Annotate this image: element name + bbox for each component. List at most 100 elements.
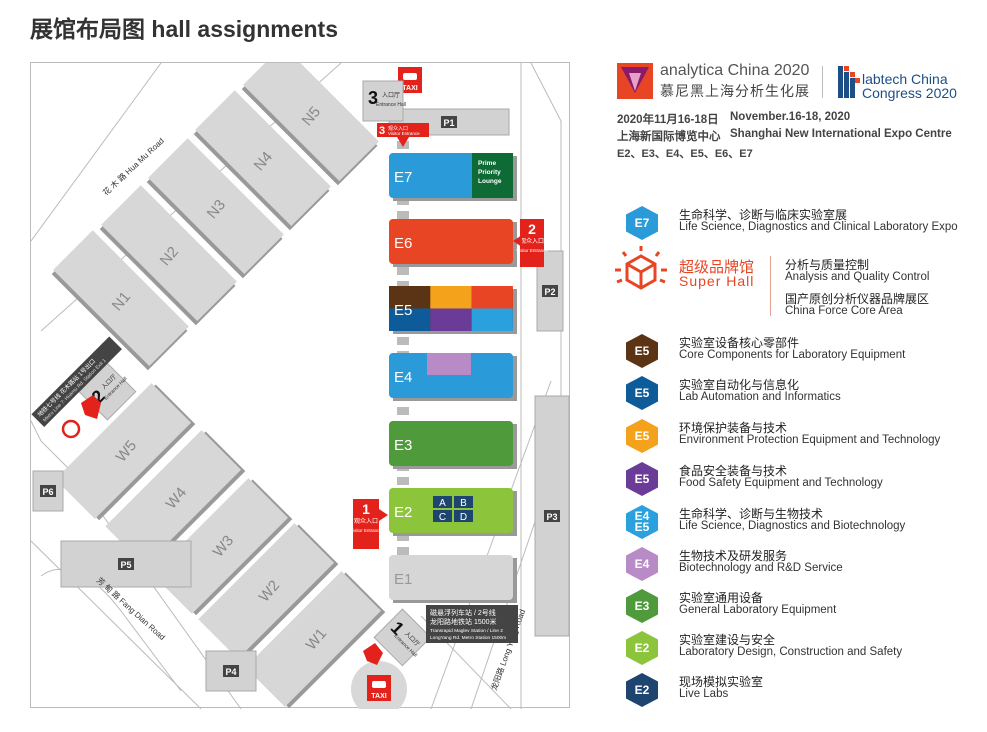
hall-label: E7 — [394, 169, 412, 186]
page-title: 展馆布局图 hall assignments — [30, 16, 339, 42]
legend-en: Biotechnology and R&D Service — [679, 562, 843, 574]
e5-zone — [471, 286, 513, 309]
hall-label: E3 — [394, 437, 412, 454]
hall-n3-block — [148, 138, 284, 275]
visitor-entrance-2 — [520, 219, 544, 267]
hall-hex-icon: E4 — [626, 547, 658, 581]
visitor-entrance-en: Visitor Entrance — [388, 131, 420, 136]
date-zh: 2020年11月16-18日 — [617, 114, 719, 126]
connector — [397, 547, 409, 555]
hall-w1-block — [245, 571, 382, 707]
connector — [397, 267, 409, 275]
visitor-entrance-num: 1 — [362, 501, 370, 517]
taxi-label: TAXI — [371, 693, 386, 700]
e5-zone — [389, 286, 431, 309]
maglev-en1: Transrapid Maglev Station / Line 2 — [430, 628, 503, 634]
parking-label: P4 — [225, 667, 236, 677]
hall-hex-icon: E5 — [626, 419, 658, 453]
hall-hex-icon: E2 — [626, 631, 658, 665]
legend-en: Life Science, Diagnostics and Biotechnol… — [679, 520, 906, 532]
car-icon — [403, 73, 417, 80]
e4-zone — [427, 353, 471, 375]
maglev-sign — [426, 605, 518, 643]
parking-label: P1 — [443, 118, 454, 128]
lounge-label: Lounge — [478, 178, 502, 185]
hall-hex-icon: E3 — [626, 589, 658, 623]
e5-zone — [471, 308, 513, 331]
parking-badge — [441, 116, 457, 128]
analytica-logo-icon — [617, 63, 653, 104]
visitor-entrance-zh: 观众入口 — [388, 126, 408, 132]
prime-lounge — [472, 153, 513, 198]
hall-w4 — [105, 430, 246, 568]
hall-hex-icon: E2 — [626, 673, 658, 707]
parking-badge — [118, 558, 134, 570]
super-hall-en: Super Hall — [679, 273, 755, 289]
hall-label: E6 — [394, 235, 412, 252]
svg-text:入口厅: 入口厅 — [382, 92, 400, 99]
legend-en: Life Science, Diagnostics and Clinical L… — [679, 221, 958, 233]
svg-text:3: 3 — [368, 88, 378, 108]
legend-en: Live Labs — [679, 688, 729, 700]
labtech-subtitle: Congress 2020 — [862, 85, 957, 101]
visitor-entrance-1 — [353, 499, 379, 549]
zone-d — [454, 510, 473, 522]
super-hall-a-zh: 分析与质量控制 — [785, 258, 870, 272]
visitor-entrance-en: Visitor Entrance — [516, 248, 548, 253]
legend-en: Lab Automation and Informatics — [679, 391, 841, 403]
zone-label: D — [460, 512, 467, 523]
parking-badge — [542, 285, 558, 297]
arrow-icon — [379, 509, 388, 521]
hall-label: E4 — [394, 369, 412, 386]
legend-zh: 现场模拟实验室 — [679, 675, 764, 689]
venue-zh: 上海新国际博览中心 — [617, 131, 721, 143]
hall-w4-block — [105, 430, 242, 566]
venue-en: Shanghai New International Expo Centre — [730, 128, 952, 140]
legend-en: Core Components for Laboratory Equipment — [679, 349, 906, 361]
legend-zh: 实验室设备核心零部件 — [679, 336, 800, 350]
entrance-marker-icon — [81, 395, 101, 419]
e5-zone — [430, 286, 472, 309]
hall-hex-icon: E5 — [626, 462, 658, 496]
parking-badge — [223, 665, 239, 677]
hall-n2-block — [101, 185, 237, 322]
visitor-entrance-en: Visitor Entrance — [350, 528, 382, 533]
arrow-icon — [513, 235, 522, 247]
labtech-title: labtech China — [862, 71, 948, 87]
visitor-entrance-3 — [377, 123, 429, 137]
visitor-entrance-zh: 观众入口 — [520, 238, 544, 245]
legend-zh: 实验室通用设备 — [679, 591, 764, 605]
parking-badge — [544, 510, 560, 522]
hall-n4-block — [195, 90, 331, 227]
visitor-entrance-num: 2 — [528, 221, 536, 237]
hall-w5-block — [55, 383, 192, 519]
hall-list: E2、E3、E4、E5、E6、E7 — [617, 148, 753, 160]
car-icon — [372, 681, 386, 688]
super-hall-b-zh: 国产原创分析仪器品牌展区 — [785, 292, 930, 306]
zone-label: B — [460, 498, 467, 509]
hall-hex-icon: E5 — [626, 334, 658, 368]
hall-w5 — [55, 383, 196, 521]
super-hall-b-en: China Force Core Area — [785, 305, 903, 317]
zone-label: C — [439, 512, 446, 523]
zone-b — [454, 496, 473, 508]
hall-hex-icon: E5 — [626, 376, 658, 410]
e5-zone — [430, 308, 472, 331]
hall-w2-block — [198, 523, 335, 659]
hall-n5 — [241, 45, 379, 186]
maglev-en2: LongYang Rd. Metro Station 1500m — [430, 635, 506, 641]
parking-label: P5 — [120, 560, 131, 570]
divider — [822, 66, 823, 98]
connector — [397, 281, 409, 289]
hall-n1-block — [53, 230, 189, 367]
